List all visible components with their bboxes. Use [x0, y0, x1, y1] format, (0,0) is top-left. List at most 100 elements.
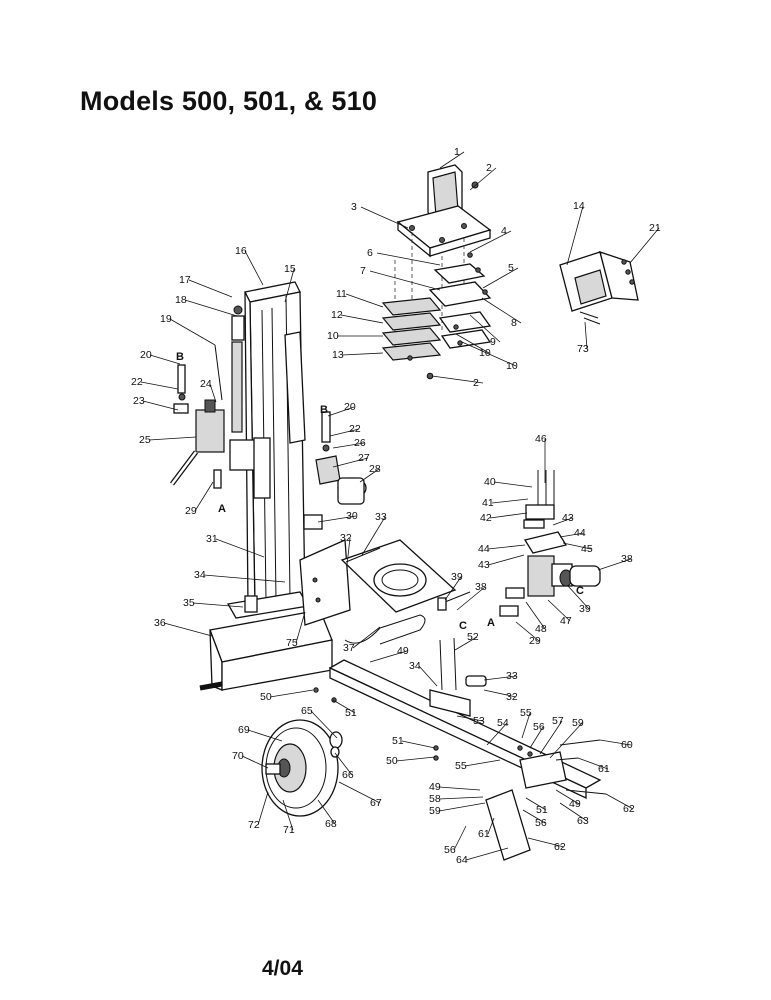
callout-c49c: 49	[569, 798, 581, 810]
leader-line-c5	[482, 267, 519, 289]
callout-c51b: 51	[392, 735, 404, 747]
leader-line-c38b	[597, 558, 632, 571]
footer-date: 4/04	[262, 957, 303, 980]
leader-line-c49b	[438, 786, 481, 791]
callout-c3: 3	[351, 201, 357, 213]
leader-line-c72	[257, 791, 269, 826]
cylinder-valve-block	[437, 470, 601, 617]
callout-c59b: 59	[429, 805, 441, 817]
callout-c8: 8	[511, 317, 517, 329]
leader-line-c51b	[401, 740, 436, 749]
callout-c23: 23	[133, 395, 145, 407]
callout-c62b: 62	[554, 841, 566, 853]
connector-letter-lA2: A	[487, 617, 495, 629]
callout-c34a: 34	[194, 569, 206, 581]
leader-line-c64	[465, 847, 509, 861]
leader-line-c49a	[369, 650, 408, 663]
callout-c39a: 39	[451, 571, 463, 583]
callout-c38b: 38	[621, 553, 633, 565]
leader-line-c39a	[444, 576, 462, 601]
leader-lines	[140, 151, 660, 861]
leader-line-c61b	[487, 817, 495, 835]
callout-c4: 4	[501, 225, 507, 237]
callout-c7: 7	[360, 265, 366, 277]
callout-c62a: 62	[623, 803, 635, 815]
callout-c32b: 32	[506, 691, 518, 703]
leader-line-c21	[629, 227, 660, 264]
callout-c55b: 55	[455, 760, 467, 772]
leader-line-c49c	[555, 789, 580, 805]
callout-c26: 26	[354, 437, 366, 449]
wedge-assembly	[394, 164, 492, 360]
callout-c20b: 20	[344, 401, 356, 413]
callout-c56c: 56	[444, 844, 456, 856]
callout-c75: 75	[286, 637, 298, 649]
callout-c29b: 29	[529, 635, 541, 647]
leader-line-c29a	[194, 481, 214, 512]
callout-c73: 73	[577, 343, 589, 355]
callout-c38a: 38	[475, 581, 487, 593]
callout-c1: 1	[454, 146, 460, 158]
callout-c43b: 43	[478, 559, 490, 571]
leader-line-c68	[317, 799, 336, 825]
leader-line-c2a	[469, 167, 497, 191]
callout-c60: 60	[621, 739, 633, 751]
leader-line-c18	[184, 299, 238, 317]
callout-c67: 67	[370, 797, 382, 809]
callout-c44b: 44	[478, 543, 490, 555]
leader-line-c13	[341, 352, 384, 356]
callout-c27: 27	[358, 452, 370, 464]
control-valve	[170, 344, 271, 499]
leader-line-c38a	[456, 586, 486, 611]
leader-line-c63	[559, 802, 588, 822]
callout-c40: 40	[484, 476, 496, 488]
leader-line-c2b	[431, 375, 484, 384]
leader-line-c42	[489, 512, 528, 519]
callout-c48: 48	[535, 623, 547, 635]
tongue-drawbar	[313, 637, 607, 861]
leader-line-c54	[486, 722, 508, 746]
leader-line-c31	[215, 538, 265, 558]
callout-c52: 52	[467, 631, 479, 643]
callout-c59a: 59	[572, 717, 584, 729]
callout-c43a: 43	[562, 512, 574, 524]
callout-c17: 17	[179, 274, 191, 286]
leader-line-c58	[438, 796, 484, 800]
leader-line-c33b	[483, 675, 517, 681]
callout-c55a: 55	[520, 707, 532, 719]
leader-line-c6	[376, 252, 441, 266]
callout-c69: 69	[238, 724, 250, 736]
callout-c33b: 33	[506, 670, 518, 682]
leader-line-c37	[352, 626, 381, 649]
callout-c2a: 2	[486, 162, 492, 174]
callout-c19: 19	[160, 313, 172, 325]
callout-labels: 1234567891010111210132142173161517181920…	[131, 146, 661, 866]
leader-line-c50b	[395, 756, 436, 762]
callout-c28: 28	[369, 463, 381, 475]
leader-line-c48	[525, 601, 546, 630]
callout-c11: 11	[336, 288, 347, 300]
beam-column	[231, 281, 306, 612]
callout-c10b: 10	[506, 360, 518, 372]
callout-c61a: 61	[598, 763, 610, 775]
leader-line-c51c	[525, 797, 547, 811]
leader-line-c75	[295, 611, 306, 644]
leader-line-c59a	[549, 722, 583, 759]
leader-line-c62b	[527, 837, 565, 848]
leader-line-c25	[148, 436, 197, 441]
leader-line-c36	[163, 622, 213, 637]
connector-letter-lA1: A	[218, 503, 226, 515]
leader-line-c20b	[327, 406, 355, 417]
callout-c34b: 34	[409, 660, 421, 672]
leader-line-c40	[493, 481, 533, 488]
callout-c10c: 10	[327, 330, 339, 342]
callout-c22b: 22	[349, 423, 361, 435]
callout-c61b: 61	[478, 828, 490, 840]
leader-line-c26	[332, 442, 365, 449]
connector-letter-lB2: B	[320, 404, 328, 416]
leader-line-c10b	[461, 341, 517, 367]
leader-line-c7	[369, 270, 441, 291]
leader-line-c19	[169, 318, 216, 346]
callout-c30: 30	[346, 510, 358, 522]
leader-line-c62a	[605, 793, 634, 810]
